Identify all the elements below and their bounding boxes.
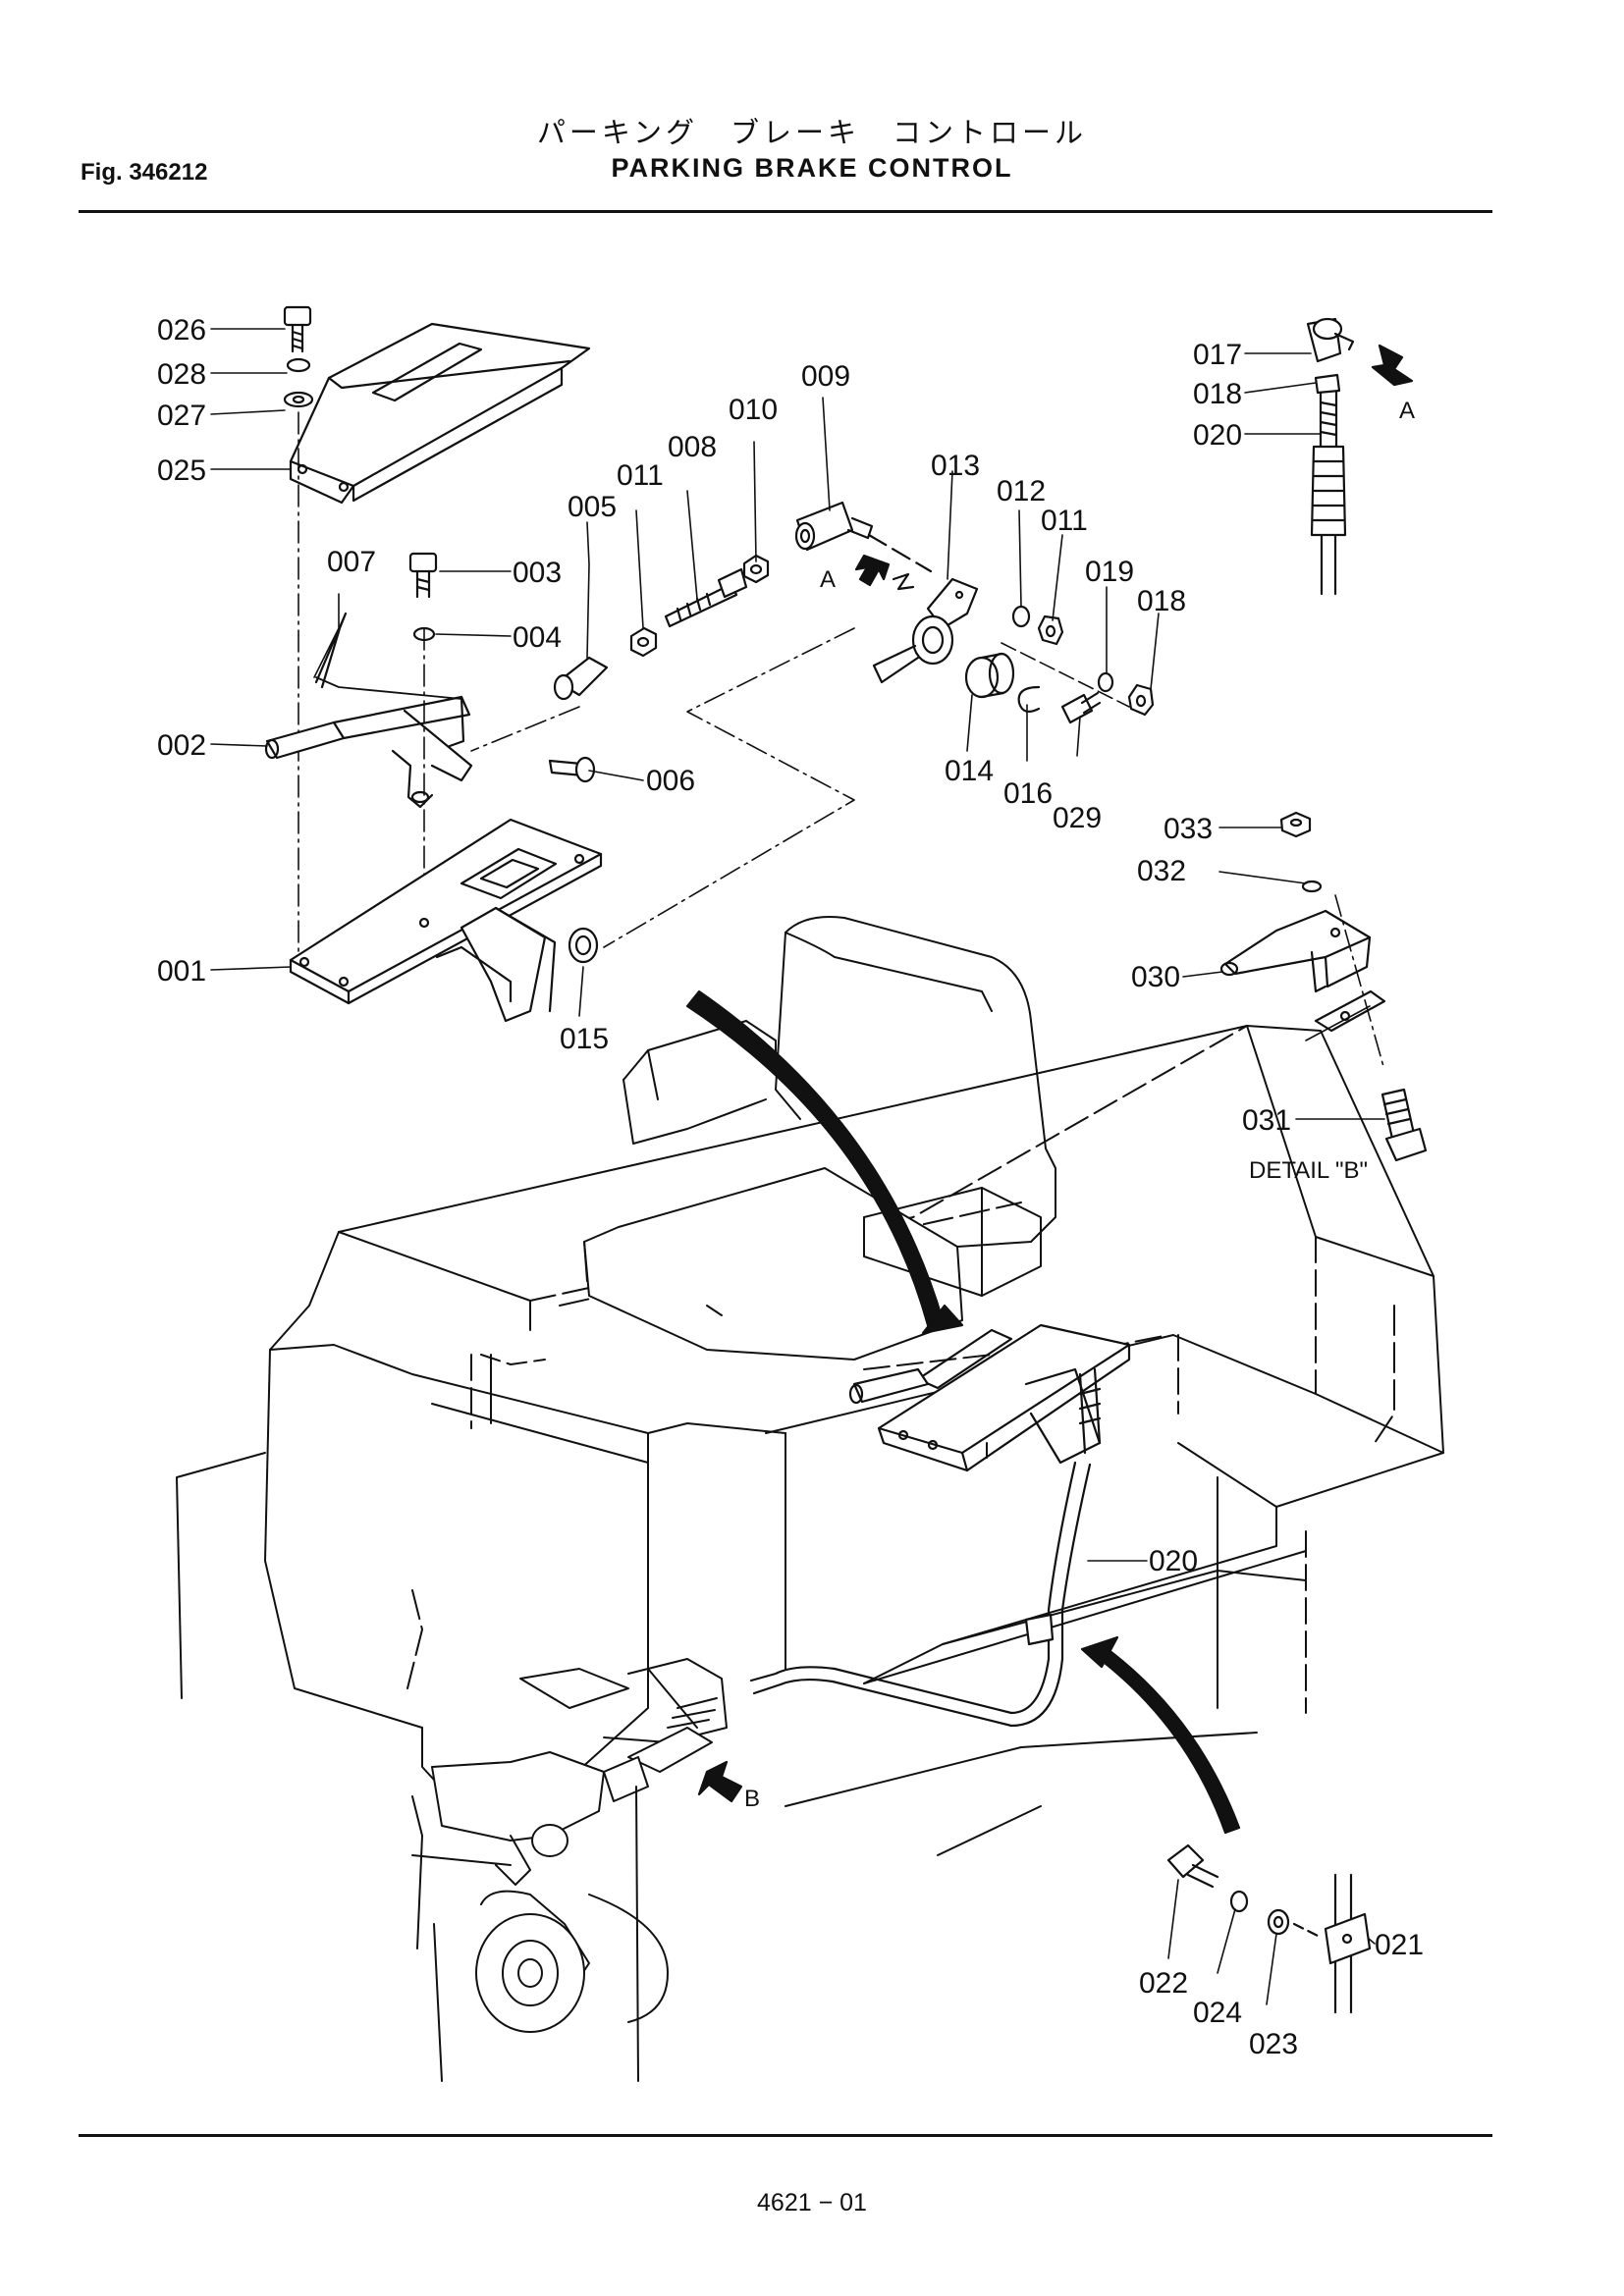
figure-number: Fig. 346212 [81, 159, 208, 186]
washer-015 [568, 927, 599, 964]
bolt-031 [1380, 1088, 1428, 1162]
mounted-lever-assembly [848, 1323, 1131, 1472]
view-arrow-a-top [1371, 344, 1414, 387]
snap-ring-016 [1017, 685, 1041, 714]
bracket-030 [1219, 909, 1372, 993]
view-arrow-b [697, 1760, 743, 1803]
brake-mechanism [411, 1658, 728, 2082]
label-011b: 011 [1041, 505, 1088, 537]
bolt-029 [1060, 691, 1102, 724]
label-006: 006 [646, 765, 695, 797]
label-015: 015 [560, 1023, 609, 1055]
circlip-012 [1011, 605, 1031, 628]
adjuster-rod-008 [664, 567, 748, 628]
label-028: 028 [157, 358, 206, 391]
page-code: 4621 − 01 [757, 2189, 867, 2216]
label-018b: 018 [1193, 378, 1242, 410]
label-012: 012 [997, 475, 1046, 507]
bushing-014 [964, 652, 1015, 699]
brake-lever-002 [264, 676, 473, 809]
label-019: 019 [1085, 556, 1134, 588]
base-plate-001 [289, 818, 603, 1023]
circlip-019 [1097, 671, 1114, 693]
clamp-021 [1324, 1873, 1372, 2014]
lockwasher-024 [1229, 1890, 1249, 1913]
yoke-005 [553, 656, 609, 701]
pin-006 [548, 756, 596, 783]
bracket-base-b [1314, 989, 1386, 1033]
bolt-022 [1166, 1843, 1219, 1889]
label-010: 010 [729, 394, 778, 426]
label-031: 031 [1242, 1104, 1291, 1137]
nut-011 [629, 626, 658, 658]
view-arrow-a-mid [854, 554, 891, 587]
leader-lines [210, 328, 1385, 2005]
operator-seat [583, 916, 1056, 1361]
machine-body [176, 1025, 1444, 1856]
label-027: 027 [157, 400, 206, 432]
footer-rule [79, 2134, 1492, 2137]
label-011a: 011 [617, 459, 664, 492]
label-023: 023 [1249, 2028, 1298, 2060]
lockwasher-032 [1301, 880, 1323, 893]
lever-bracket-013 [872, 577, 979, 684]
label-016: 016 [1003, 777, 1053, 810]
title-english: PARKING BRAKE CONTROL [611, 153, 1013, 183]
label-026: 026 [157, 314, 206, 347]
label-024: 024 [1193, 1997, 1242, 2029]
lockwasher-028 [286, 357, 311, 373]
part-labels: 026 028 027 025 003 004 007 002 005 011 … [157, 314, 1424, 2060]
label-007: 007 [327, 546, 376, 578]
washer-023 [1267, 1908, 1290, 1936]
nut-011b [1037, 614, 1064, 646]
lockwasher-004 [412, 626, 436, 642]
title-japanese: パーキング ブレーキ コントロール [536, 116, 1088, 149]
marker-b: B [744, 1786, 760, 1812]
label-002: 002 [157, 729, 206, 762]
marker-a-top: A [1399, 398, 1415, 424]
label-020b: 020 [1149, 1545, 1198, 1577]
label-033: 033 [1164, 813, 1213, 845]
lever-cover-025 [289, 322, 591, 505]
detail-b-caption: DETAIL "B" [1249, 1157, 1368, 1184]
cable-020-main [749, 1461, 1092, 1728]
label-032: 032 [1137, 855, 1186, 887]
label-029: 029 [1053, 802, 1102, 834]
label-014: 014 [945, 755, 994, 787]
spring-007 [314, 612, 348, 689]
label-004: 004 [513, 621, 562, 654]
header-rule [79, 210, 1492, 213]
label-018a: 018 [1137, 585, 1186, 617]
bolt-026 [283, 305, 312, 353]
nut-018 [1127, 683, 1155, 717]
cable-end-017 [1306, 317, 1355, 363]
label-017: 017 [1193, 339, 1242, 371]
label-030: 030 [1131, 961, 1180, 993]
washer-027 [283, 391, 314, 408]
label-005: 005 [568, 491, 617, 523]
label-008: 008 [668, 431, 717, 463]
label-025: 025 [157, 454, 206, 487]
label-001: 001 [157, 955, 206, 988]
nut-018-top [1314, 373, 1341, 395]
label-021: 021 [1375, 1929, 1424, 1961]
label-022: 022 [1139, 1967, 1188, 2000]
rod-end-009 [794, 501, 874, 552]
marker-a-mid: A [820, 566, 836, 593]
label-003: 003 [513, 557, 562, 589]
label-013: 013 [931, 450, 980, 482]
label-020a: 020 [1193, 419, 1242, 452]
label-009: 009 [801, 360, 850, 393]
nut-033 [1279, 811, 1312, 838]
cable-020-top [1310, 391, 1347, 596]
bolt-003 [408, 552, 438, 599]
